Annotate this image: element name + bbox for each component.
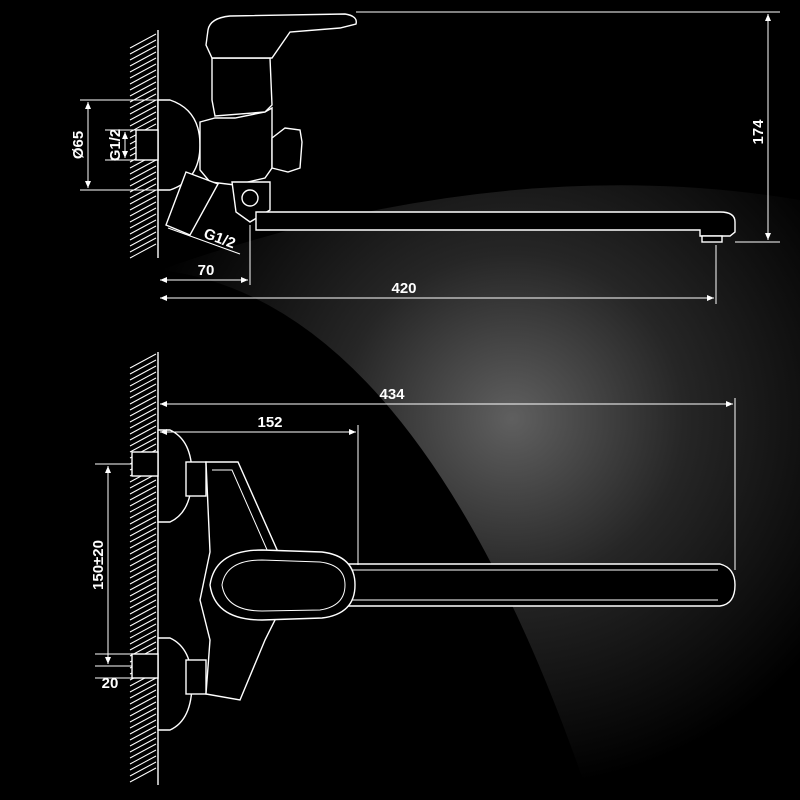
lever-handle-inner [221,559,346,612]
dim-offset: 70 [198,262,215,279]
dim-thread-wall: G1/2 [107,129,124,162]
inlet-pipe-top [165,171,220,236]
wall-thread-upper [131,451,159,477]
spout-top [255,211,736,237]
dim-length: 420 [391,280,416,297]
body-inner-front [212,469,269,553]
faucet-body-top [199,106,273,186]
diverter-knob [271,127,303,173]
dimensions-bottom: 434 152 150±20 20 [90,386,736,692]
top-view: 174 Ø65 G1/2 G1/2 70 420 [70,11,780,304]
dim-spacing: 150±20 [90,540,107,590]
wall-thread-top [135,129,159,161]
dim-pipe: 20 [102,675,119,692]
wall-thread-lower [131,653,159,679]
lever-handle-front [209,549,356,621]
lever-handle-top [205,13,357,59]
eccentric-lower [185,659,207,695]
bottom-view: 434 152 150±20 20 [90,352,736,785]
dim-diameter: Ø65 [70,131,87,159]
dim-handle: 152 [257,414,282,431]
dimensions-top: 174 Ø65 G1/2 G1/2 70 420 [70,11,780,304]
spout-front [339,563,736,607]
dim-height: 174 [750,119,767,145]
aerator-top [701,235,723,243]
light-glow [160,185,800,800]
connector-ring-top [241,189,259,207]
cartridge-top [211,57,273,117]
dim-total: 434 [379,386,405,403]
eccentric-upper [185,461,207,497]
